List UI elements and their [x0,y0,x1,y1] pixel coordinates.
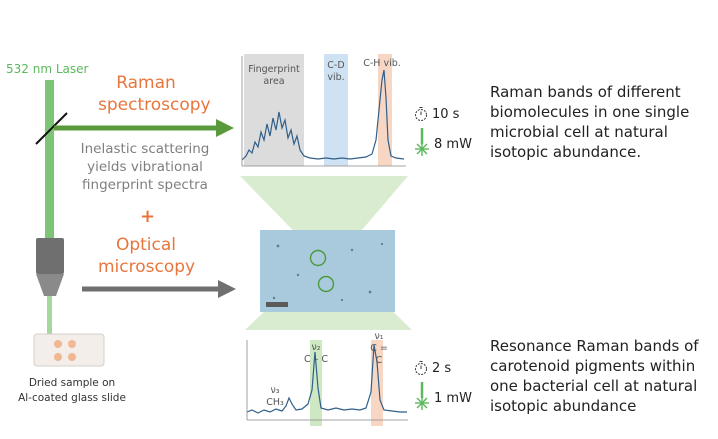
top-time-value: 10 s [432,106,460,122]
laser-label: 532 nm Laser [6,62,89,76]
raman-title-line1: Raman [116,73,176,93]
bottom-spectrum [245,330,410,430]
bottom-power-row: 1 mW [412,382,472,412]
nu2-bond: C – C [303,354,329,365]
top-cone [240,176,408,258]
plus-sign: + [140,206,156,227]
top-description-line4: isotopic abundance. [490,143,642,161]
raman-desc-line3: fingerprint spectra [82,177,208,193]
sample-caption-line1: Dried sample on [28,377,116,389]
sample-caption-line2: Al-coated glass slide [18,392,126,404]
nu3-label: ν₃ CH₃ [262,385,288,409]
raman-desc-line1: Inelastic scattering [80,141,210,157]
raman-desc-line2: yields vibrational [87,159,203,175]
nu1-bond: C = C [370,343,388,366]
bottom-description-line3: one bacterial cell at natural [490,377,698,395]
bottom-power-value: 1 mW [434,391,472,406]
stopwatch-icon [415,107,427,121]
cd-band [324,54,348,166]
top-description: Raman bands of different biomolecules in… [490,82,712,162]
nu1-symbol: ν₁ [374,331,384,342]
fingerprint-label-line2: area [263,76,285,87]
beam-splitter [35,112,68,145]
top-spectrum-line [241,69,405,161]
cd-label-line2: vib. [327,72,345,83]
sample-dot [68,340,76,348]
sample-caption: Dried sample on Al-coated glass slide [10,376,134,406]
nu3-group: CH₃ [266,397,284,408]
sample-dot [68,353,76,361]
bottom-description-line4: isotopic abundance [490,397,637,415]
nu2-band [310,340,322,426]
laser-star-icon [415,128,429,156]
raman-description: Inelastic scattering yields vibrational … [72,140,218,194]
nu2-label: ν₂ C – C [300,342,332,366]
objective-top [36,238,64,274]
bottom-description-line2: carotenoid pigments within [490,357,696,375]
bottom-description: Resonance Raman bands of carotenoid pigm… [490,336,716,416]
green-arrow-head [216,119,234,137]
nu1-label: ν₁ C = C [366,331,392,367]
bottom-time-row: 2 s [414,360,451,376]
raman-title: Raman spectroscopy [98,72,211,116]
microscopy-image [260,230,395,312]
optical-title-line2: microscopy [98,257,196,277]
ch-label: C-H vib. [363,58,401,69]
top-description-line1: Raman bands of different [490,83,681,101]
gray-arrow-head [218,280,236,298]
nu3-symbol: ν₃ [270,385,280,396]
raman-title-line2: spectroscopy [98,95,211,115]
sample-slide [33,333,105,367]
bottom-spectrum-line [246,344,407,414]
laser-beam-lower [47,296,52,344]
bottom-time-value: 2 s [432,360,452,376]
sample-dot [54,340,62,348]
cd-label-line1: C-D [327,60,345,71]
nu2-symbol: ν₂ [311,342,321,353]
stopwatch-icon [415,361,427,375]
top-power-row: 8 mW [412,128,472,158]
fingerprint-label-line1: Fingerprint [248,64,300,75]
top-description-line2: biomolecules in one single [490,103,690,121]
laser-beam [45,80,54,238]
objective-cone [36,274,64,296]
bottom-description-line1: Resonance Raman bands of [490,337,699,355]
scale-bar [266,302,288,307]
fingerprint-label: Fingerprint area [244,64,304,88]
laser-star-icon [415,382,429,410]
top-spectrum [240,52,408,172]
sample-dot [54,353,62,361]
top-time-row: 10 s [414,106,459,122]
nu1-band [371,340,383,426]
top-power-value: 8 mW [434,137,472,152]
optical-title: Optical microscopy [98,234,196,278]
cd-label: C-D vib. [322,60,350,84]
top-description-line3: microbial cell at natural [490,123,668,141]
optical-title-line1: Optical [115,235,177,255]
